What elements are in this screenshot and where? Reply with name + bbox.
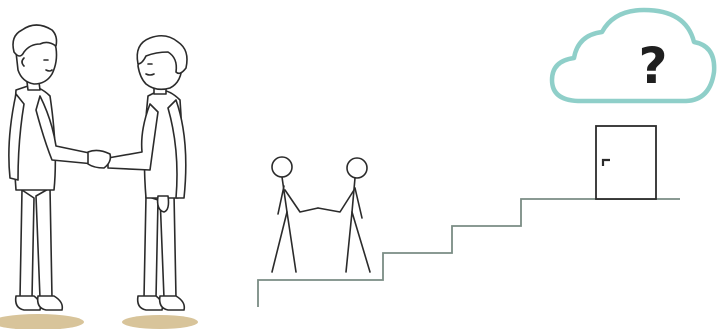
thought-cloud: ? [552,10,714,101]
stick-figure-left [272,157,318,272]
door [596,126,656,199]
handshake-people-group [0,25,198,329]
right-person-shadow [122,315,198,329]
cloud-question-mark: ? [638,37,667,95]
left-person [9,25,94,310]
clasped-hands [88,150,110,168]
cloud-icon [552,10,714,101]
right-person [108,36,187,310]
stick-figure-right [318,158,370,272]
stick-figures-group [272,157,370,272]
door-frame [596,126,656,199]
left-person-shadow [0,314,84,329]
staircase [258,199,680,307]
